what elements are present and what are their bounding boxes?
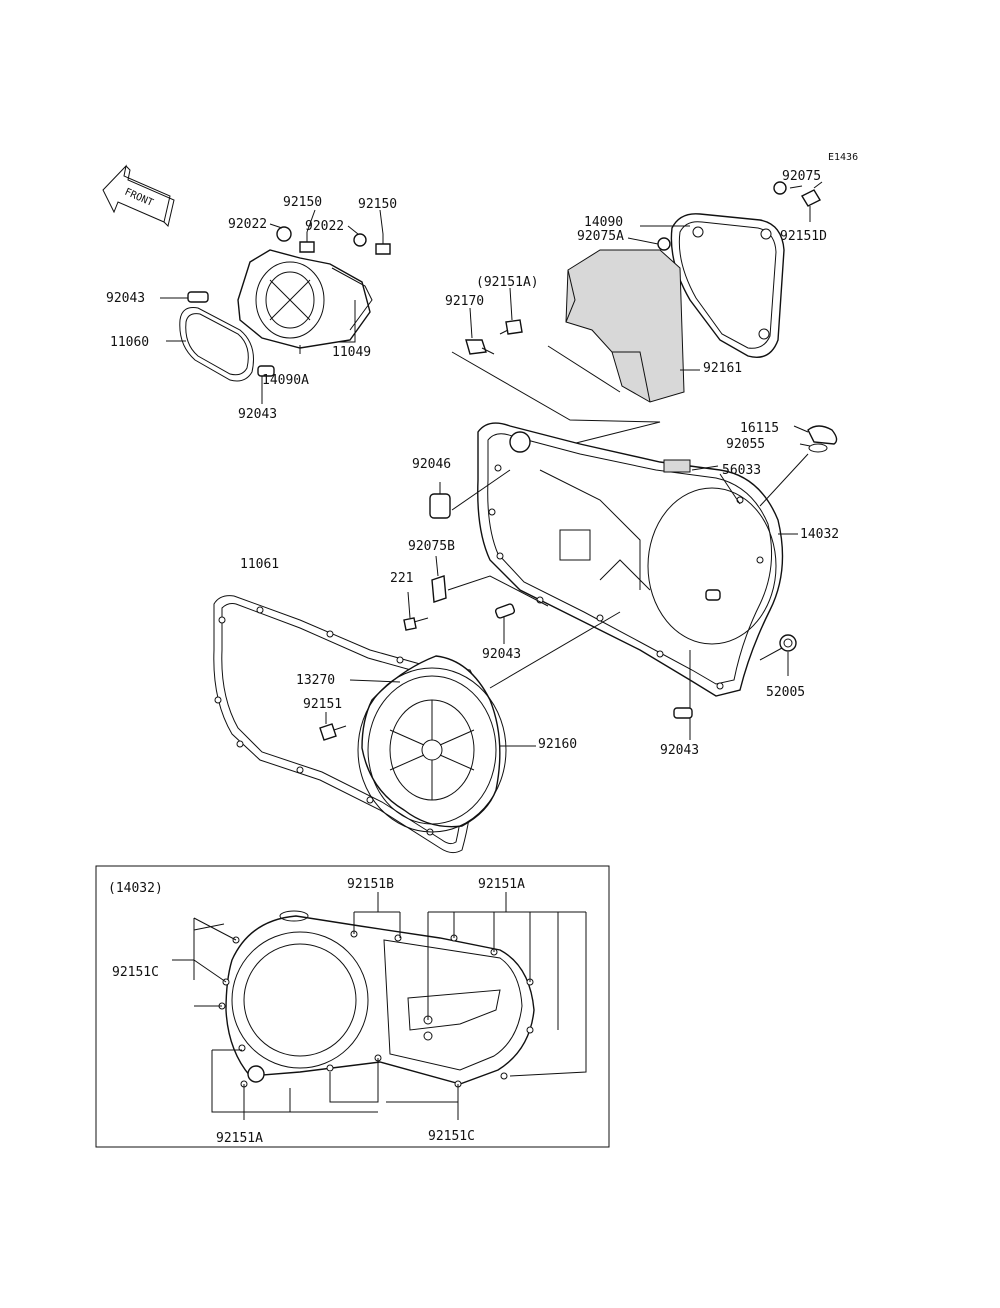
callout-92043-upper: 92043	[106, 291, 145, 306]
gasket-and-outer-cover	[213, 595, 507, 854]
callout-56033: 56033	[722, 463, 761, 478]
callout-92150-left: 92150	[283, 195, 322, 210]
callout-92151d: 92151D	[780, 229, 827, 244]
callout-16115: 16115	[740, 421, 779, 436]
callout-92151a-paren: (92151A)	[476, 275, 539, 290]
callout-221: 221	[390, 571, 413, 586]
callout-92043-right: 92043	[660, 743, 699, 758]
callout-92075: 92075	[782, 169, 821, 184]
callout-14090: 14090	[584, 215, 623, 230]
inset-callout-92151c-bottom: 92151C	[428, 1129, 475, 1144]
callout-92022-left: 92022	[228, 217, 267, 232]
inset-callout-92151a-bottom: 92151A	[216, 1131, 263, 1146]
callout-14090a: 14090A	[262, 373, 309, 388]
inset-cover-drawing	[218, 910, 535, 1088]
callout-92046: 92046	[412, 457, 451, 472]
callout-92075b: 92075B	[408, 539, 455, 554]
callout-11049: 11049	[332, 345, 371, 360]
callout-11060: 11060	[110, 335, 149, 350]
inset-title: (14032)	[108, 881, 163, 896]
diagram-code: E1436	[828, 152, 858, 163]
callout-14032: 14032	[800, 527, 839, 542]
callout-92043-center: 92043	[482, 647, 521, 662]
callout-92160: 92160	[538, 737, 577, 752]
callout-92150-right: 92150	[358, 197, 397, 212]
callout-92022-right: 92022	[305, 219, 344, 234]
upper-right-cover-group	[465, 181, 823, 403]
callout-92161: 92161	[703, 361, 742, 376]
front-arrow-icon: FRONT	[102, 164, 175, 227]
main-clutch-cover	[403, 422, 838, 719]
callout-11061: 11061	[240, 557, 279, 572]
callout-92043-lower: 92043	[238, 407, 277, 422]
callout-52005: 52005	[766, 685, 805, 700]
upper-left-cover-group	[179, 226, 391, 382]
inset-callout-92151a-top: 92151A	[478, 877, 525, 892]
callout-92151: 92151	[303, 697, 342, 712]
inset-callout-92151c-left: 92151C	[112, 965, 159, 980]
callout-92075a: 92075A	[577, 229, 624, 244]
callout-13270: 13270	[296, 673, 335, 688]
inset-callout-92151b: 92151B	[347, 877, 394, 892]
callout-92170: 92170	[445, 294, 484, 309]
inset-box	[95, 865, 610, 1148]
callout-92055: 92055	[726, 437, 765, 452]
